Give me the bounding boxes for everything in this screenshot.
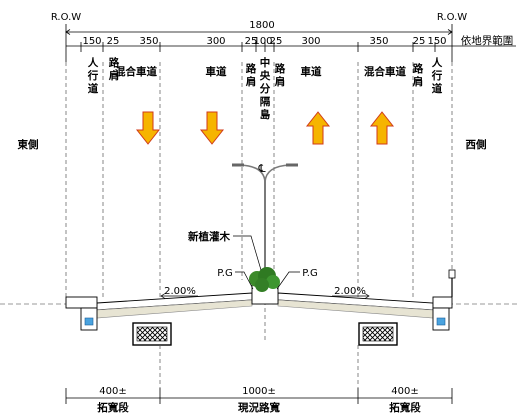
slope-left-label: 2.00% [164,286,196,297]
segment-dimensions: 150 25 350 300 25 100 25 300 350 25 150 [82,36,446,47]
segment-label-sidewalk-right: 人行道 [431,56,443,95]
street-lamp [232,163,298,272]
bottom-center-label: 現況路寬 [238,401,280,414]
boundary-note: 依地界範圍 [461,34,514,47]
bottom-dimension-lines [65,345,453,404]
bottom-right-dim: 400± [391,386,418,397]
bottom-left-dim: 400± [99,386,126,397]
segment-dim: 300 [206,36,225,47]
east-side-label: 東側 [18,138,39,151]
segment-label-shoulder-right: 路肩 [413,62,424,88]
road-surface [0,269,519,331]
top-dimension-lines [65,24,516,62]
segment-dim: 350 [139,36,158,47]
segment-dim: 150 [427,36,446,47]
segment-label-shoulder-median-right: 路肩 [275,62,286,88]
segment-dim: 25 [245,36,258,47]
bottom-center-dim: 1000± [242,386,276,397]
segment-dim: 25 [413,36,426,47]
segment-label-mixed-lane-right: 混合車道 [364,65,406,78]
pg-right-label: P.G [302,268,317,279]
utility-box-right [358,322,398,346]
traffic-arrows [135,111,395,145]
total-width-dimension: 1800 [249,20,274,31]
pg-leaders [235,271,300,290]
segment-label-sidewalk-left: 人行道 [87,56,99,95]
segment-label-lane-right: 車道 [301,65,322,78]
shrub-label: 新植灌木 [188,230,230,243]
shrub-leader [233,235,262,271]
segment-labels: 人行道 路肩 混合車道 車道 路肩 中央分隔島 路肩 車道 混合車道 路肩 人行… [87,56,443,121]
segment-dim: 25 [270,36,283,47]
slope-left: 2.00% [160,286,198,299]
segment-label-shoulder-left: 路肩 [109,56,120,82]
pg-left-label: P.G [217,268,232,279]
segment-label-lane-left: 車道 [206,65,227,78]
segment-dim: 300 [301,36,320,47]
bottom-left-label: 拓寬段 [97,401,129,414]
segment-label-median: 中央分隔島 [260,56,271,121]
lane-guide-lines [65,62,453,340]
centerline-symbol: ℄ [257,162,265,175]
segment-dim: 25 [107,36,120,47]
slope-right: 2.00% [332,286,370,299]
bottom-right-label: 拓寬段 [389,401,421,414]
west-side-label: 西側 [466,138,487,151]
arrow-down-icon [135,111,161,145]
segment-label-shoulder-median-left: 路肩 [246,62,257,88]
segment-dim: 100 [253,36,272,47]
arrow-down-icon [199,111,225,145]
shrub-icon [249,267,280,292]
row-left-label: R.O.W [51,12,81,23]
segment-dim: 150 [82,36,101,47]
utility-box-left [132,322,172,346]
row-right-label: R.O.W [437,12,467,23]
segment-dim: 350 [369,36,388,47]
slope-right-label: 2.00% [334,286,366,297]
arrow-up-icon [369,111,395,145]
arrow-up-icon [305,111,331,145]
segment-label-mixed-lane-left: 混合車道 [115,65,157,78]
